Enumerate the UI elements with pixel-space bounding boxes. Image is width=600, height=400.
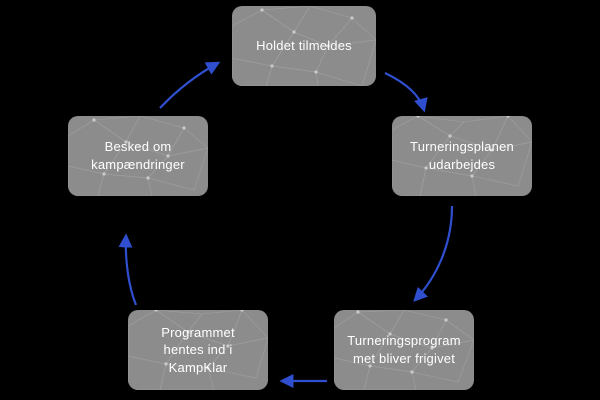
cycle-node-label: Turneringsprogram met bliver frigivet [347,333,461,366]
polygon-texture [392,116,532,196]
cycle-node-programmet-hentes-ind-i-kampklar[interactable]: Programmet hentes ind i KampKlar [128,310,268,390]
polygon-texture [232,6,376,86]
cycle-node-label: Turneringsplanen udarbejdes [410,139,514,172]
cycle-node-holdet-tilmeldes[interactable]: Holdet tilmeldes [232,6,376,86]
cycle-node-label: Holdet tilmeldes [256,38,352,54]
cycle-node-turneringsprogrammet-bliver-frigivet[interactable]: Turneringsprogram met bliver frigivet [334,310,474,390]
arrow-n2-n3 [413,205,454,302]
arrow-n5-n1 [159,61,221,109]
cycle-node-label: Programmet hentes ind i KampKlar [161,324,235,375]
cycle-node-turneringsplanen-udarbejdes[interactable]: Turneringsplanen udarbejdes [392,116,532,196]
cycle-node-besked-om-kampaendringer[interactable]: Besked om kampændringer [68,116,208,196]
polygon-texture [334,310,474,390]
polygon-texture [68,116,208,196]
cycle-node-label: Besked om kampændringer [91,139,185,172]
polygon-texture [128,310,268,390]
arrow-n4-n5 [118,233,138,306]
arrow-n1-n2 [384,72,428,113]
